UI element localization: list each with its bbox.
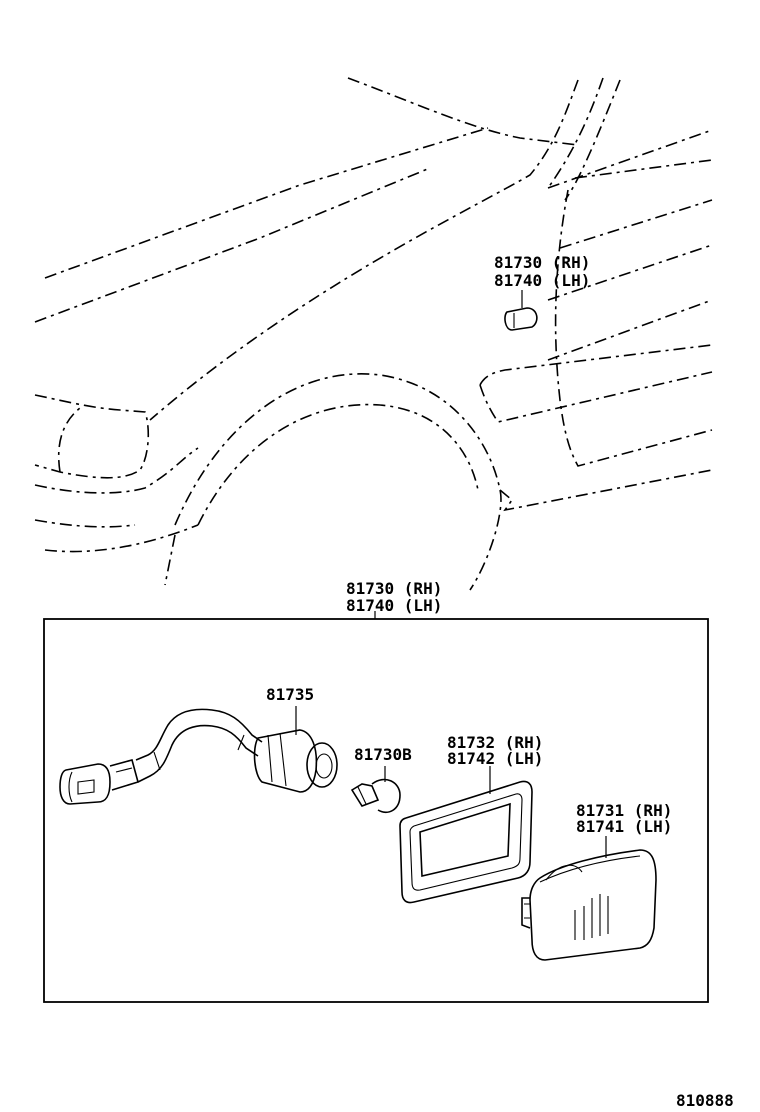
socket-wire-harness bbox=[59, 708, 338, 805]
callout-bulb: 81730B bbox=[354, 745, 412, 764]
diagram-number: 810888 bbox=[676, 1091, 734, 1110]
callout-lens-rh: 81731 (RH) bbox=[576, 801, 672, 820]
callout-socket: 81735 bbox=[266, 685, 314, 704]
callout-assy-lh: 81740 (LH) bbox=[346, 596, 442, 615]
callout-assy-rh: 81730 (RH) bbox=[346, 579, 442, 598]
fender-outline bbox=[34, 77, 713, 591]
exploded-view-frame bbox=[43, 618, 709, 1003]
bulb bbox=[350, 778, 401, 814]
lens bbox=[521, 849, 657, 961]
callout-lamp-lh: 81740 (LH) bbox=[494, 271, 590, 290]
gasket bbox=[399, 780, 533, 904]
callout-gasket-rh: 81732 (RH) bbox=[447, 733, 543, 752]
callout-lamp-rh: 81730 (RH) bbox=[494, 253, 590, 272]
callout-gasket-lh: 81742 (LH) bbox=[447, 749, 543, 768]
callout-lens-lh: 81741 (LH) bbox=[576, 817, 672, 836]
